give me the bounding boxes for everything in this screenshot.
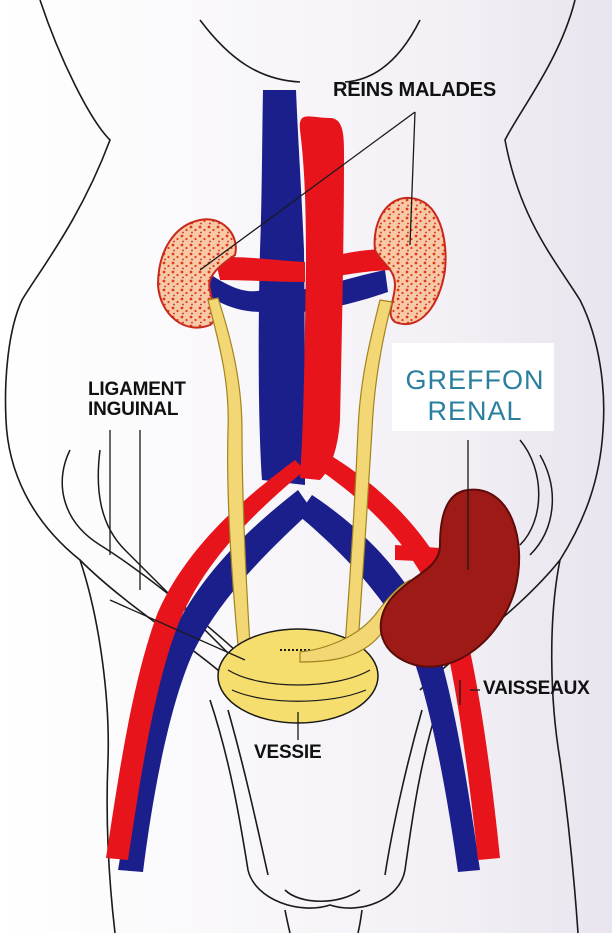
label-ligament-line2: INGUINAL (88, 400, 186, 420)
label-ligament-inguinal: LIGAMENT INGUINAL (88, 380, 186, 420)
label-reins-malades: REINS MALADES (333, 80, 496, 101)
label-vessie: VESSIE (254, 743, 321, 763)
label-vaisseaux: VAISSEAUX (483, 679, 590, 699)
label-greffon-renal: GREFFON RENAL (400, 365, 550, 427)
label-greffon-line1: GREFFON (400, 365, 550, 396)
label-ligament-line1: LIGAMENT (88, 380, 186, 400)
label-greffon-line2: RENAL (400, 396, 550, 427)
